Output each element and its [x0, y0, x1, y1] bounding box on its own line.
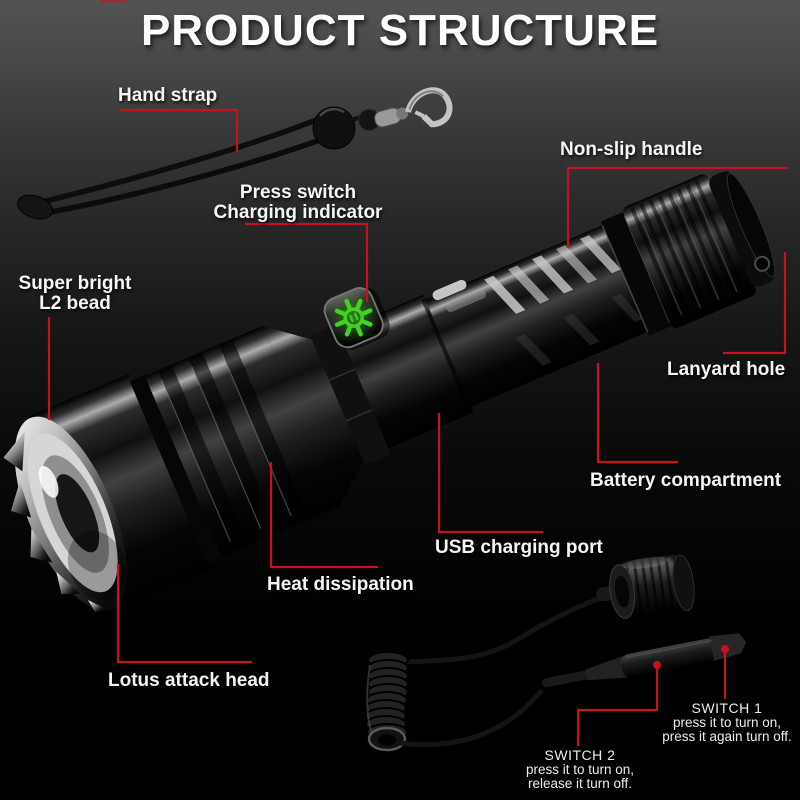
- leader-heat-dissipation: [269, 462, 378, 569]
- leader-battery-compartment: [596, 363, 678, 464]
- heat-fins: [158, 339, 309, 550]
- flashlight-illustration: [3, 171, 776, 613]
- callout-super-bright-line2: L2 bead: [39, 293, 111, 314]
- coiled-cable: [365, 651, 409, 752]
- callout-non-slip-handle: Non-slip handle: [560, 139, 703, 160]
- callout-press-switch-line2: Charging indicator: [213, 202, 383, 223]
- leader-dot-switch-2: [653, 661, 661, 669]
- strap-toggle: [312, 106, 356, 150]
- top-edge-artifact: [100, 0, 126, 3]
- pressure-pad: [542, 633, 747, 688]
- grip-knurling: [432, 235, 643, 366]
- switch-1-line2: press it again turn off.: [662, 729, 792, 744]
- switch-1-line1: press it to turn on,: [672, 714, 782, 730]
- callout-heat-dissipation: Heat dissipation: [267, 574, 414, 595]
- callout-hand-strap: Hand strap: [118, 85, 218, 106]
- leader-usb-charging-port: [437, 413, 543, 534]
- leader-dot-switch-1: [721, 645, 729, 653]
- page-title: PRODUCT STRUCTURE: [140, 6, 660, 55]
- callout-press-switch-line1: Press switch: [239, 182, 357, 203]
- callout-press-switch: Press switch Charging indicator: [198, 183, 398, 223]
- callout-lotus-attack-head: Lotus attack head: [108, 670, 270, 691]
- reflector-face: [14, 416, 127, 611]
- switch-2-title: SWITCH 2: [544, 747, 616, 763]
- leader-switch-2: [576, 668, 659, 746]
- leader-press-switch: [245, 222, 369, 302]
- callout-switch-1: SWITCH 1 press it to turn on, press it a…: [645, 701, 800, 745]
- callout-super-bright-line1: Super bright: [18, 273, 132, 294]
- callout-lanyard-hole: Lanyard hole: [667, 359, 786, 380]
- leader-lanyard-hole: [723, 252, 787, 355]
- callout-usb-charging-port: USB charging port: [435, 537, 603, 558]
- charging-indicator-gear-icon: [327, 291, 380, 344]
- hand-strap-illustration: [17, 87, 453, 220]
- callout-switch-2: SWITCH 2 press it to turn on, release it…: [498, 748, 662, 792]
- callout-battery-compartment: Battery compartment: [590, 470, 782, 491]
- switch-2-line1: press it to turn on,: [525, 761, 635, 777]
- leader-lotus-attack-head: [116, 564, 252, 664]
- lanyard-hole-detail: [754, 255, 771, 272]
- leader-non-slip-handle: [566, 166, 788, 248]
- remote-tail-cap: [596, 554, 695, 620]
- tail-cap: [623, 171, 776, 329]
- remote-switch-illustration: [365, 554, 747, 752]
- switch-2-line2: release it turn off.: [527, 776, 633, 791]
- leader-hand-strap: [120, 108, 239, 152]
- switch-1-title: SWITCH 1: [691, 700, 763, 716]
- callout-super-bright: Super bright L2 bead: [5, 274, 145, 314]
- leader-lines: [47, 108, 788, 746]
- strap-clasp: [374, 87, 453, 128]
